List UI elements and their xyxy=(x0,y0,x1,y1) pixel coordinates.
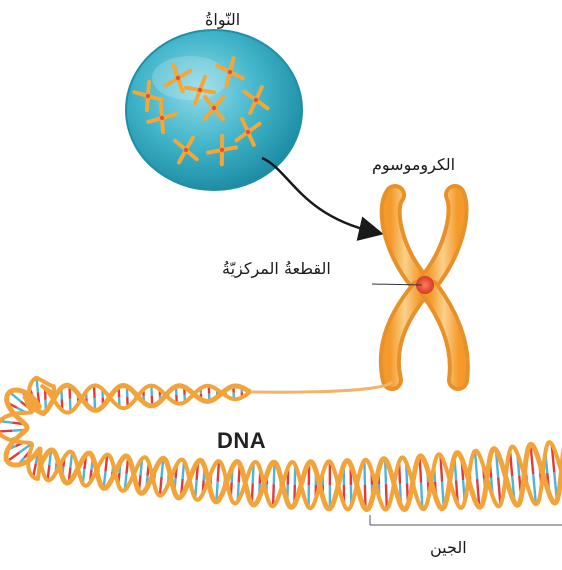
centromere-label: القطعةُ المركزيّةُ xyxy=(222,259,331,278)
chromosome-label: الكروموسوم xyxy=(372,155,455,174)
dna-base-pair xyxy=(218,461,219,481)
chromosome-icon xyxy=(390,195,459,380)
nucleus-label: النّواةُ xyxy=(205,10,240,29)
dna-label: DNA xyxy=(217,428,266,454)
curved-arrow-icon xyxy=(262,158,374,232)
dna-base-pair xyxy=(386,484,387,509)
dna-base-pair xyxy=(475,451,477,479)
dna-link-strand xyxy=(250,382,392,392)
gene-bracket xyxy=(370,515,562,525)
gene-label: الجين xyxy=(430,538,467,557)
dna-base-pair xyxy=(0,431,12,432)
double-helix-icon xyxy=(0,378,562,510)
